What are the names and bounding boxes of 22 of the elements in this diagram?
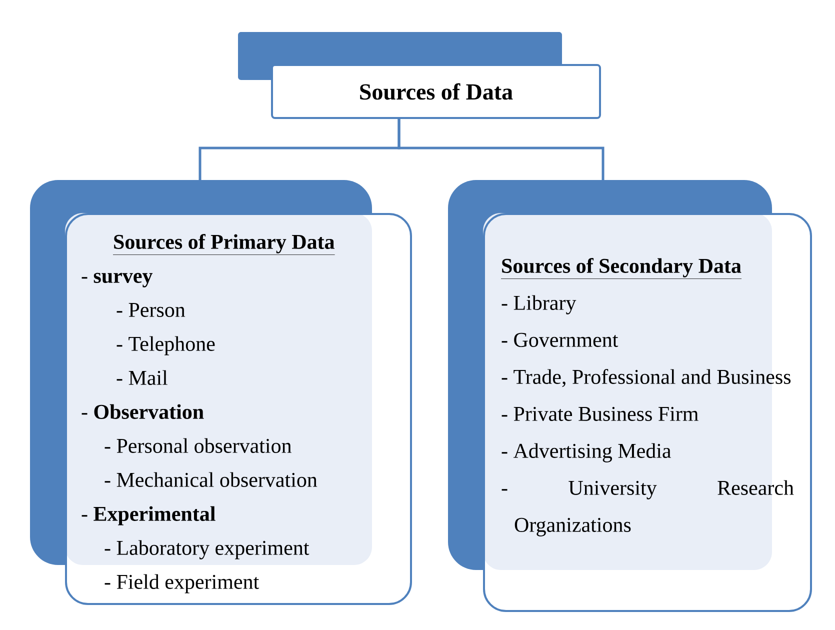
list-item: - Advertising Media <box>502 443 672 462</box>
list-item: - Mail <box>116 370 168 385</box>
list-item: - Person <box>116 303 186 317</box>
list-item: - University Research Organizations <box>502 480 794 536</box>
list-item: - Government <box>502 332 618 347</box>
list-item: - Experimental <box>82 506 216 526</box>
list-item: - survey <box>82 272 153 288</box>
card <box>30 180 412 605</box>
list-item: - Field experiment <box>104 574 260 594</box>
list-item: - Library <box>502 295 576 314</box>
heading: Sources of Primary Data <box>112 234 336 255</box>
list-item: - Observation <box>82 404 204 419</box>
list-item: - Personal observation <box>104 438 292 453</box>
list-item: - Trade, Professional and Business <box>502 369 791 388</box>
list-item: - Private Business Firm <box>502 406 698 421</box>
title-box: Sources of Data <box>238 32 601 119</box>
heading: Sources of Secondary Data <box>500 258 742 279</box>
card <box>448 180 812 612</box>
list-item: - Mechanical observation <box>104 472 318 487</box>
list-item: - Telephone <box>116 336 215 356</box>
connector-line <box>398 119 604 180</box>
list-item: - Laboratory experiment <box>104 540 310 560</box>
